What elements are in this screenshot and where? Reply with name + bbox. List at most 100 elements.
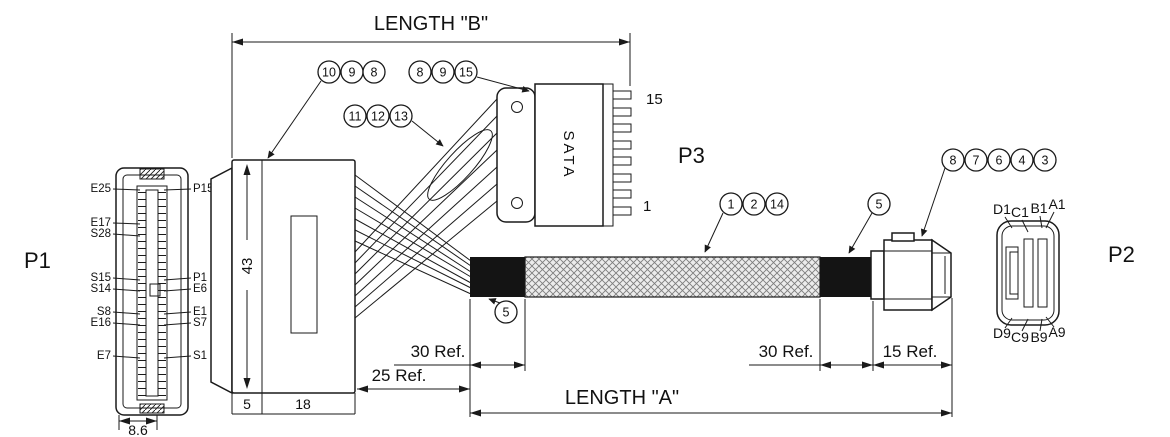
ref-15-label: 15 Ref.: [883, 342, 938, 361]
balloon-label: 9: [349, 66, 356, 80]
pin-label: D1: [993, 201, 1011, 217]
dimension-8-6: 8.6: [118, 415, 158, 437]
p1-pin-labels-left: E25 E17 S28 S15 S14 S8 E16 E7: [91, 183, 112, 362]
dimension-30-ref-left: 30 Ref.: [394, 342, 525, 369]
pin-label: S8: [97, 306, 111, 318]
pin-label: P15: [193, 183, 213, 195]
pin-label: S15: [91, 272, 111, 284]
balloon-label: 5: [503, 306, 510, 320]
dimension-30-ref-right: 30 Ref.: [749, 342, 873, 369]
sata-pin-15-label: 15: [646, 91, 663, 108]
p1-pin-row-right: [158, 188, 166, 398]
pin-label: C1: [1011, 204, 1029, 220]
length-a-label: LENGTH "A": [565, 387, 679, 409]
cable-braid: [524, 256, 821, 298]
balloon-label: 8: [371, 66, 378, 80]
balloon-label: 6: [996, 154, 1003, 168]
backshell-label-window: [290, 215, 318, 334]
pin-label: A1: [1048, 196, 1065, 212]
p1-width-label: 8.6: [128, 422, 148, 437]
p2-pin-labels-bottom: D9 C9 B9 A9: [993, 324, 1066, 345]
balloon-label: 12: [371, 110, 385, 124]
balloon-label: 5: [876, 198, 883, 212]
balloon-group-cable-right: 5: [848, 192, 891, 254]
balloon-label: 3: [1042, 154, 1049, 168]
balloon-label: 9: [440, 66, 447, 80]
pin-label: B1: [1030, 200, 1047, 216]
ref-30-right-label: 30 Ref.: [759, 342, 814, 361]
p1-label: P1: [24, 248, 51, 273]
p2-latch: [891, 232, 915, 242]
pin-label: E25: [91, 183, 111, 195]
cable-boot-left: [470, 257, 525, 297]
seg-5-label: 5: [243, 396, 251, 412]
balloon-label: 7: [973, 154, 980, 168]
balloon-label: 4: [1019, 154, 1026, 168]
dimension-length-a: LENGTH "A": [470, 387, 952, 417]
bottom-extension-lines: [469, 298, 953, 417]
ref-25-label: 25 Ref.: [372, 366, 427, 385]
pin-label: D9: [993, 325, 1011, 341]
ref-30-left-label: 30 Ref.: [411, 342, 466, 361]
pin-label: S1: [193, 350, 207, 362]
p2-label: P2: [1108, 242, 1135, 267]
dimension-5-18: 5 18: [231, 393, 356, 415]
balloon-label: 15: [459, 66, 473, 80]
dimension-43: 43: [239, 164, 256, 389]
dimension-length-b: LENGTH "B": [231, 13, 631, 158]
pin-label: C9: [1011, 329, 1029, 345]
p1-key-feature: [149, 283, 161, 297]
sata-marking: SATA: [560, 131, 577, 180]
sata-connector: SATA 15 1 P3: [496, 83, 705, 227]
height-43-label: 43: [239, 258, 256, 275]
p1-connector: P1 E25 E17 S28 S15 S14 S8 E16 E7: [24, 167, 213, 437]
pin-label: E7: [97, 350, 111, 362]
pin-label: E6: [193, 283, 207, 295]
dimension-15-ref: 15 Ref.: [873, 342, 952, 369]
balloon-group-p2-top: 8 7 6 4 3: [920, 148, 1057, 237]
p1-pin-leaders: [112, 188, 192, 359]
pin-label: P1: [193, 272, 207, 284]
balloon-group-sata-top: 8 9 15: [408, 60, 530, 93]
wire-bundle: [354, 98, 498, 319]
cable: [470, 256, 873, 298]
sata-pin-comb: [612, 90, 632, 216]
seg-18-label: 18: [295, 396, 311, 412]
balloon-group-connector-top: 10 9 8: [267, 60, 386, 159]
p2-connector-side: [870, 232, 952, 312]
dimension-25-ref: 25 Ref.: [357, 366, 470, 393]
cable-boot-right: [820, 257, 873, 297]
pin-label: E1: [193, 306, 207, 318]
balloon-group-cable-left: 5: [488, 298, 518, 324]
p2-pin-leaders: [1004, 211, 1055, 332]
length-b-label: LENGTH "B": [374, 13, 488, 35]
balloon-label: 8: [417, 66, 424, 80]
p3-label: P3: [678, 143, 705, 168]
balloon-label: 2: [751, 198, 758, 212]
balloon-label: 13: [394, 110, 408, 124]
p1-pin-labels-right: P15 P1 E6 E1 S7 S1: [193, 183, 213, 362]
sata-pin-1-label: 1: [643, 198, 651, 215]
pin-label: S28: [91, 228, 111, 240]
balloon-group-wire-bundle: 11 12 13: [343, 104, 444, 147]
pin-label: A9: [1048, 324, 1065, 340]
p1-bottom-tab: [139, 403, 165, 414]
backshell-connector: 43 5 18: [210, 159, 356, 415]
sata-hole-top: [511, 101, 523, 113]
balloon-label: 11: [349, 110, 362, 124]
balloon-label: 8: [950, 154, 957, 168]
pin-label: B9: [1030, 329, 1047, 345]
p1-top-tab: [139, 168, 165, 180]
pin-label: S7: [193, 317, 207, 329]
balloon-label: 14: [770, 198, 784, 212]
pin-label: E16: [91, 317, 111, 329]
pin-label: S14: [91, 283, 112, 295]
wire-bundle-callout-ellipse: [427, 129, 493, 201]
p1-pin-row-left: [138, 188, 146, 398]
p2-face-detail: D1 C1 B1 A1 D9 C9 B9 A9 P2: [993, 196, 1135, 345]
balloon-label: 1: [728, 198, 735, 212]
balloon-label: 10: [322, 66, 336, 80]
sata-hole-bottom: [511, 197, 523, 209]
balloon-group-cable-mid: 1 2 14: [704, 192, 789, 253]
